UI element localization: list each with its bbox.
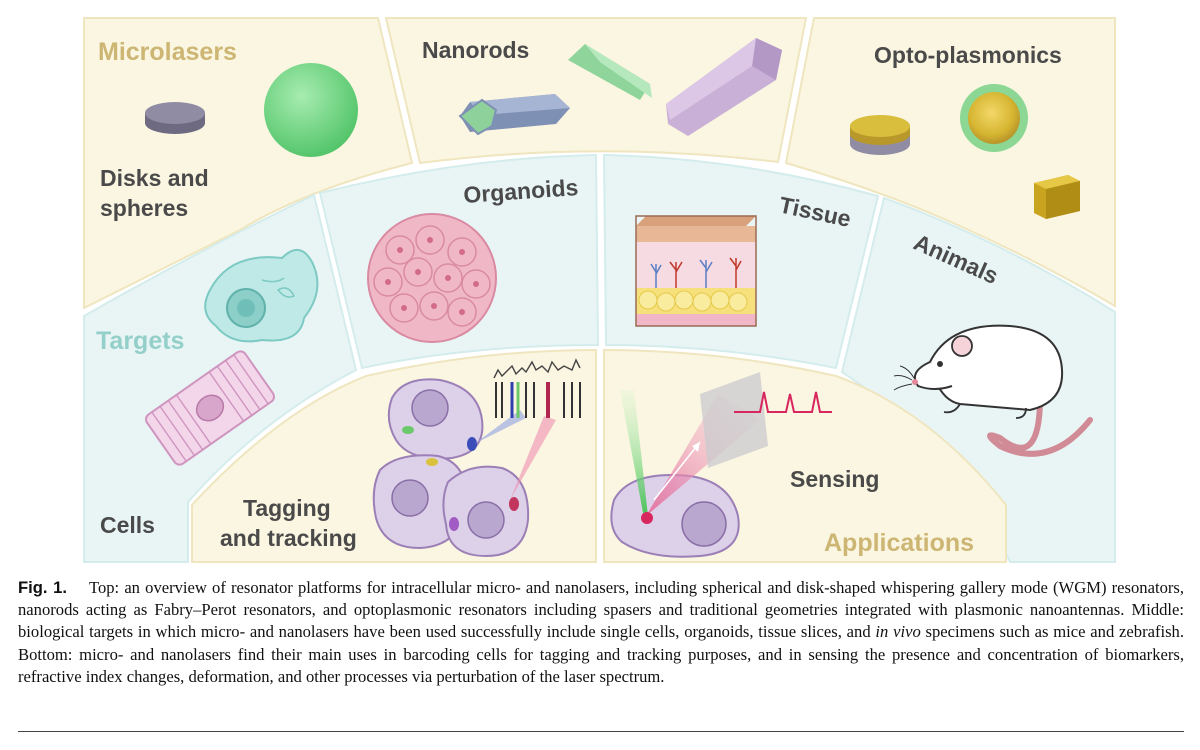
label-and-tracking: and tracking xyxy=(220,525,357,551)
figure-caption: Fig. 1.Top: an overview of resonator pla… xyxy=(18,577,1184,688)
caption-text-part1: Top: an overview of resonator platforms … xyxy=(18,578,1184,642)
barcode-icon xyxy=(493,358,581,418)
caption-emphasis: in vivo xyxy=(875,622,921,642)
spectrometer-screen-icon xyxy=(700,372,768,468)
gold-cube-icon xyxy=(1034,175,1080,219)
microsphere-icon xyxy=(264,63,358,157)
label-targets: Targets xyxy=(96,327,184,355)
nanorod-blue-icon xyxy=(458,94,570,136)
nanorod-green-icon xyxy=(568,44,652,100)
mouse-icon xyxy=(893,324,1093,457)
tissue-slice-icon xyxy=(635,215,757,327)
bottom-rule xyxy=(18,731,1184,732)
label-applications: Applications xyxy=(824,529,974,557)
pump-beam-icon xyxy=(620,390,648,518)
figure-label: Fig. 1. xyxy=(18,578,67,597)
panel-optoplasmonics xyxy=(784,17,1116,308)
label-tagging: Tagging xyxy=(243,495,331,521)
label-sensing: Sensing xyxy=(790,466,879,492)
label-disks-and: Disks and xyxy=(100,165,209,191)
figure-illustration: Microlasers Disks and spheres Nanorods O… xyxy=(83,17,1116,563)
laser-spot-icon xyxy=(641,512,653,524)
label-microlasers: Microlasers xyxy=(98,38,237,66)
plasmonic-disk-icon xyxy=(850,115,910,155)
gold-core-icon xyxy=(968,92,1020,144)
cardiomyocyte-icon xyxy=(144,350,276,466)
tagged-cells-icon xyxy=(372,378,556,558)
label-cells: Cells xyxy=(100,512,155,538)
caption-text-part2: specimens such as mice and zebrafish. Bo… xyxy=(18,622,1184,686)
cell-icon xyxy=(204,249,319,343)
label-spheres: spheres xyxy=(100,195,188,221)
emission-arrow-icon xyxy=(653,441,701,501)
organoid-icon xyxy=(367,213,497,343)
label-nanorods: Nanorods xyxy=(422,37,529,63)
emission-arrowhead-icon xyxy=(692,442,700,452)
nanorod-purple-icon xyxy=(666,38,782,136)
spectrum-trace-icon xyxy=(734,391,832,413)
microdisk-icon xyxy=(145,102,205,134)
label-opto-plasmonics: Opto-plasmonics xyxy=(874,42,1062,68)
